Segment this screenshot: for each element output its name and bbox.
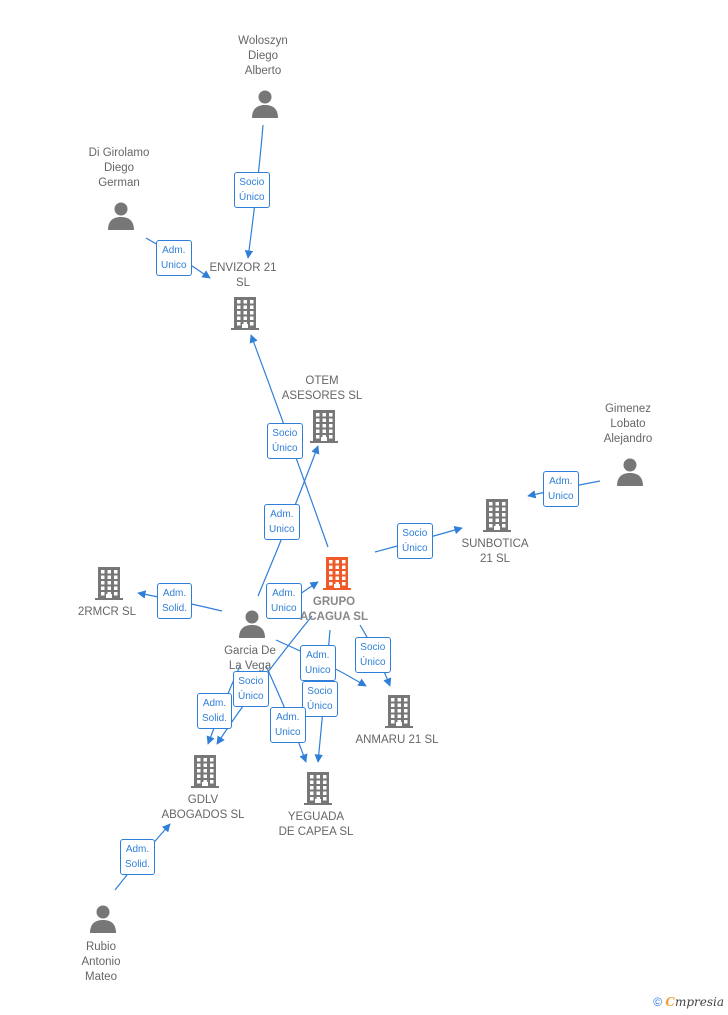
edge-label-grupo-to-yeguada[interactable]: Socio Único — [302, 681, 338, 717]
edge-label-garcia-to-yeguada[interactable]: Adm. Unico — [270, 707, 306, 743]
edge-label-rubio-to-gdlv[interactable]: Adm. Solid. — [120, 839, 156, 875]
copyright-symbol: © — [653, 995, 663, 1009]
building-icon-grupo[interactable] — [322, 556, 352, 595]
building-icon-envizor[interactable] — [230, 296, 260, 335]
node-label-envizor[interactable]: ENVIZOR 21 SL — [209, 262, 277, 289]
edge-label-gimenez-to-sunbotica[interactable]: Adm. Unico — [543, 471, 579, 507]
node-label-woloszyn[interactable]: Woloszyn Diego Alberto — [238, 35, 288, 77]
building-icon-2rmcr[interactable] — [94, 566, 124, 605]
edge-label-grupo-to-envizor[interactable]: Socio Único — [267, 423, 303, 459]
building-icon-anmaru[interactable] — [384, 694, 414, 733]
edge-label-woloszyn-to-envizor[interactable]: Socio Único — [234, 172, 270, 208]
node-label-2rmcr[interactable]: 2RMCR SL — [77, 606, 137, 618]
node-label-gdlv[interactable]: GDLV ABOGADOS SL — [161, 794, 245, 821]
person-icon-digirolamo[interactable] — [106, 200, 136, 235]
node-label-rubio[interactable]: Rubio Antonio Mateo — [81, 941, 121, 983]
edge-label-garcia-to-2rmcr[interactable]: Adm. Solid. — [157, 583, 193, 619]
edge-label-garcia-to-anmaru[interactable]: Adm. Unico — [300, 645, 336, 681]
node-label-grupo[interactable]: GRUPO ACAGUA SL — [300, 596, 368, 623]
edge-label-grupo-to-anmaru[interactable]: Socio Único — [355, 637, 391, 673]
edge-label-garcia-to-gdlv[interactable]: Adm. Solid. — [197, 693, 233, 729]
node-label-otem[interactable]: OTEM ASESORES SL — [281, 375, 363, 402]
building-icon-otem[interactable] — [309, 409, 339, 448]
empresia-logo[interactable]: Cmpresia — [665, 995, 724, 1009]
node-label-gimenez[interactable]: Gimenez Lobato Alejandro — [603, 403, 653, 445]
person-icon-woloszyn[interactable] — [250, 88, 280, 123]
edge-label-digirolamo-to-envizor[interactable]: Adm. Unico — [156, 240, 192, 276]
copyright-notice: © Cmpresia — [653, 995, 724, 1009]
building-icon-sunbotica[interactable] — [482, 498, 512, 537]
person-icon-rubio[interactable] — [88, 903, 118, 938]
node-label-sunbotica[interactable]: SUNBOTICA 21 SL — [461, 538, 529, 565]
building-icon-yeguada[interactable] — [303, 771, 333, 810]
building-icon-gdlv[interactable] — [190, 754, 220, 793]
node-label-yeguada[interactable]: YEGUADA DE CAPEA SL — [278, 811, 354, 838]
edge-label-garcia-to-grupo[interactable]: Adm. Unico — [266, 583, 302, 619]
node-label-anmaru[interactable]: ANMARU 21 SL — [355, 734, 439, 746]
edge-label-grupo-to-sunbotica[interactable]: Socio Único — [397, 523, 433, 559]
person-icon-garcia[interactable] — [237, 608, 267, 643]
node-label-digirolamo[interactable]: Di Girolamo Diego German — [88, 147, 150, 189]
person-icon-gimenez[interactable] — [615, 456, 645, 491]
edge-label-grupo-to-gdlv[interactable]: Socio Único — [233, 671, 269, 707]
edge-label-garcia-to-otem[interactable]: Adm. Unico — [264, 504, 300, 540]
